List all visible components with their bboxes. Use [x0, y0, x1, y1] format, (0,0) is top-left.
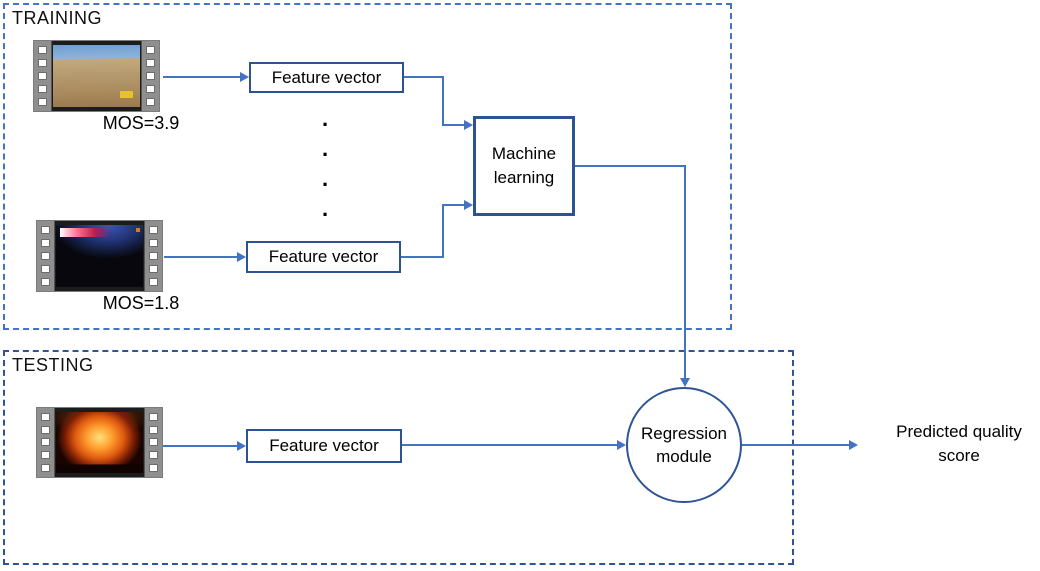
connector-fv1-ml-head — [464, 120, 473, 130]
desert-video-still — [53, 45, 140, 107]
sprocket-hole — [41, 412, 50, 421]
connector-fv2-ml-seg3 — [442, 204, 464, 206]
sprocket-hole — [149, 226, 158, 234]
sprocket-hole — [38, 59, 47, 67]
sprocket-hole — [41, 425, 50, 434]
bulldozer-shape — [120, 91, 133, 98]
film-rail-left — [34, 41, 51, 111]
sprocket-hole — [149, 252, 158, 260]
arrow-fire-to-fv-head — [237, 441, 246, 451]
training-section-label: TRAINING — [12, 8, 103, 28]
mos-label-concert: MOS=1.8 — [102, 293, 180, 313]
sprocket-hole — [146, 46, 155, 54]
training-section-box — [3, 3, 732, 330]
video-thumbnail-concert — [36, 220, 163, 292]
arrow-desert-to-fv-line — [163, 76, 240, 78]
ellipsis-dot: . — [322, 106, 329, 131]
connector-fv2-ml-head — [464, 200, 473, 210]
ellipsis-dot: . — [322, 166, 329, 191]
film-frame — [54, 408, 145, 477]
sprocket-hole — [146, 72, 155, 80]
feature-vector-box-1: Feature vector — [249, 62, 404, 93]
connector-fv2-ml-seg1 — [401, 256, 444, 258]
arrow-fv-to-regression-head — [617, 440, 626, 450]
film-frame — [54, 221, 145, 291]
regression-module-circle: Regression module — [626, 387, 742, 503]
sprocket-hole — [41, 226, 50, 234]
sprocket-hole — [38, 85, 47, 93]
predicted-quality-label: Predicted quality score — [896, 422, 1022, 465]
film-rail-right — [142, 41, 159, 111]
film-rail-right — [145, 221, 162, 291]
sprocket-hole — [41, 464, 50, 473]
film-rail-left — [37, 221, 54, 291]
sprocket-hole — [38, 98, 47, 106]
connector-fv1-ml-seg3 — [442, 124, 464, 126]
arrow-fire-to-fv-line — [163, 445, 237, 447]
sprocket-hole — [41, 252, 50, 260]
sprocket-hole — [41, 239, 50, 247]
ellipsis-dot: . — [322, 196, 329, 221]
film-frame — [51, 41, 142, 111]
sprocket-hole — [41, 265, 50, 273]
feature-vector-box-testing: Feature vector — [246, 429, 402, 463]
sprocket-hole — [41, 278, 50, 286]
video-thumbnail-desert — [33, 40, 160, 112]
concert-video-still — [56, 225, 143, 287]
arrow-regression-to-output-head — [849, 440, 858, 450]
sprocket-hole — [146, 59, 155, 67]
arrow-fv-to-regression-line — [402, 444, 617, 446]
sprocket-hole — [149, 451, 158, 460]
film-rail-right — [145, 408, 162, 477]
sprocket-hole — [149, 278, 158, 286]
testing-section-label: TESTING — [12, 355, 94, 375]
sprocket-hole — [146, 98, 155, 106]
sprocket-hole — [149, 239, 158, 247]
connector-fv1-ml-seg1 — [404, 76, 444, 78]
sprocket-hole — [38, 72, 47, 80]
connector-ml-regression-seg2 — [684, 165, 686, 379]
stage-lights-shape — [60, 228, 111, 237]
sprocket-hole — [41, 451, 50, 460]
ellipsis-dot: . — [322, 136, 329, 161]
feature-vector-box-2: Feature vector — [246, 241, 401, 273]
fire-video-still — [56, 412, 143, 473]
sprocket-hole — [149, 265, 158, 273]
ellipsis-dots: . . . . — [322, 108, 328, 220]
connector-ml-regression-head — [680, 378, 690, 387]
video-thumbnail-fire — [36, 407, 163, 478]
sprocket-hole — [146, 85, 155, 93]
mos-label-desert: MOS=3.9 — [102, 113, 180, 133]
sprocket-hole — [149, 412, 158, 421]
connector-fv1-ml-seg2 — [442, 76, 444, 126]
arrow-desert-to-fv-head — [240, 72, 249, 82]
arrow-concert-to-fv-head — [237, 252, 246, 262]
sprocket-hole — [38, 46, 47, 54]
sprocket-hole — [41, 438, 50, 447]
testing-section-box — [3, 350, 794, 565]
machine-learning-box: Machine learning — [473, 116, 575, 216]
arrow-regression-to-output-line — [742, 444, 849, 446]
connector-ml-regression-seg1 — [575, 165, 686, 167]
sprocket-hole — [149, 425, 158, 434]
connector-fv2-ml-seg2 — [442, 205, 444, 258]
sprocket-hole — [149, 438, 158, 447]
arrow-concert-to-fv-line — [164, 256, 237, 258]
spark-shape — [136, 228, 140, 232]
sprocket-hole — [149, 464, 158, 473]
film-rail-left — [37, 408, 54, 477]
